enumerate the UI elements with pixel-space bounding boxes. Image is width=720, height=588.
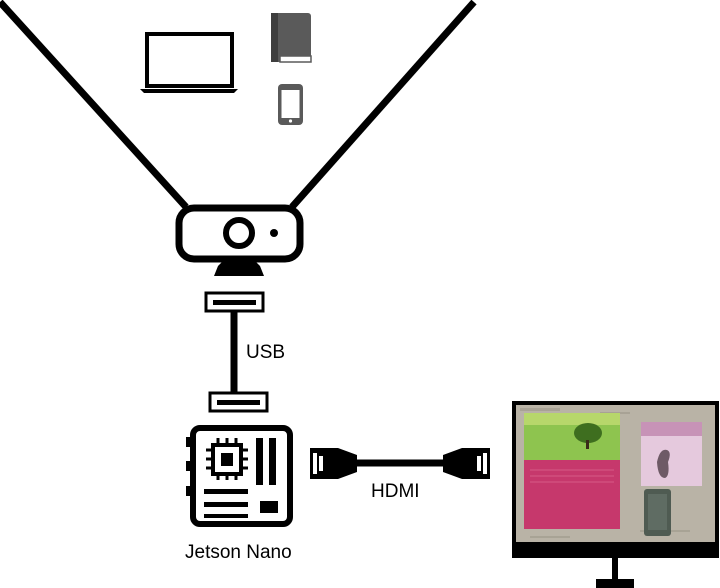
fov-line-right xyxy=(289,0,477,210)
fov-line-left xyxy=(0,0,189,210)
jetson-nano-icon xyxy=(186,425,293,527)
hdmi-cable xyxy=(310,448,490,479)
phone-icon xyxy=(278,84,303,125)
jetson-nano-label: Jetson Nano xyxy=(185,542,292,563)
hdmi-label: HDMI xyxy=(371,481,420,502)
webcam-icon xyxy=(175,204,304,276)
laptop-icon xyxy=(140,32,238,93)
camera-preview xyxy=(516,405,715,542)
usb-cable xyxy=(204,291,269,413)
book-icon xyxy=(271,13,312,63)
usb-label: USB xyxy=(246,342,285,363)
